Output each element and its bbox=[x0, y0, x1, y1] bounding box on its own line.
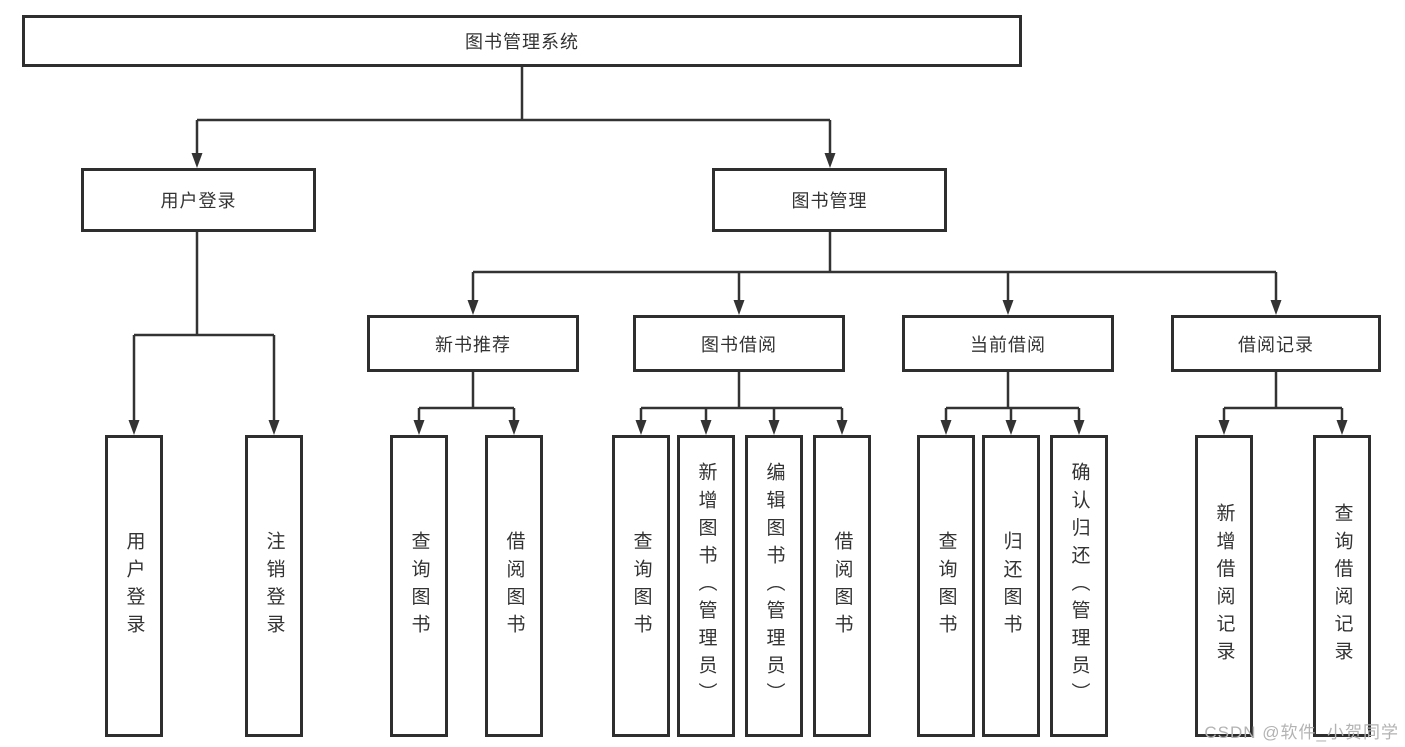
edge-current-borrow-branch bbox=[944, 372, 1081, 424]
node-label: 用户登录 bbox=[123, 530, 145, 642]
leaf-add-borrow-record: 新增借阅记录 bbox=[1195, 435, 1253, 737]
node-label: 查询图书 bbox=[935, 530, 957, 642]
arrowhead bbox=[1270, 300, 1282, 315]
edge-root-to-level2 bbox=[195, 67, 832, 156]
node-label: 查询图书 bbox=[408, 530, 430, 642]
arrowhead bbox=[191, 153, 203, 168]
node-label: 用户登录 bbox=[160, 191, 237, 211]
arrowhead bbox=[467, 300, 479, 315]
arrowhead bbox=[1218, 420, 1230, 435]
node-user-login: 用户登录 bbox=[81, 168, 316, 232]
arrowhead bbox=[508, 420, 520, 435]
arrowhead bbox=[1073, 420, 1085, 435]
node-label: 图书管理 bbox=[791, 191, 868, 211]
node-label: 查询图书 bbox=[630, 530, 652, 642]
leaf-borrow-book: 借阅图书 bbox=[813, 435, 871, 737]
arrowhead bbox=[635, 420, 647, 435]
node-label: 查询借阅记录 bbox=[1331, 503, 1353, 669]
edge-borrow-record-branch bbox=[1222, 372, 1344, 424]
leaf-search-borrow-record: 查询借阅记录 bbox=[1313, 435, 1371, 737]
node-label: 借阅图书 bbox=[503, 530, 525, 642]
leaf-confirm-return-admin: 确认归还（管理员） bbox=[1050, 435, 1108, 737]
node-book-borrow: 图书借阅 bbox=[633, 315, 845, 372]
node-current-borrow: 当前借阅 bbox=[902, 315, 1114, 372]
leaf-edit-book-admin: 编辑图书（管理员） bbox=[745, 435, 803, 737]
node-book-management: 图书管理 bbox=[712, 168, 947, 232]
leaf-return-book: 归还图书 bbox=[982, 435, 1040, 737]
node-label: 新书推荐 bbox=[435, 334, 511, 355]
leaf-add-book-admin: 新增图书（管理员） bbox=[677, 435, 735, 737]
node-label: 借阅图书 bbox=[831, 530, 853, 642]
node-label: 图书借阅 bbox=[701, 334, 777, 355]
arrowheads bbox=[128, 153, 1348, 435]
edge-book-borrow-branch bbox=[639, 372, 844, 424]
arrowhead bbox=[413, 420, 425, 435]
node-label: 归还图书 bbox=[1000, 530, 1022, 642]
edge-book-mgmt-branch bbox=[471, 232, 1278, 304]
arrowhead bbox=[940, 420, 952, 435]
node-new-book-recommend: 新书推荐 bbox=[367, 315, 579, 372]
leaf-user-login: 用户登录 bbox=[105, 435, 163, 737]
node-label: 当前借阅 bbox=[970, 334, 1046, 355]
arrowhead bbox=[1005, 420, 1017, 435]
node-label: 借阅记录 bbox=[1238, 334, 1314, 355]
node-label: 新增借阅记录 bbox=[1213, 503, 1235, 669]
node-label: 编辑图书（管理员） bbox=[763, 462, 785, 710]
edge-new-book-branch bbox=[417, 372, 516, 424]
leaf-search-books-recommend: 查询图书 bbox=[390, 435, 448, 737]
arrowhead bbox=[700, 420, 712, 435]
leaf-borrow-books-recommend: 借阅图书 bbox=[485, 435, 543, 737]
node-library-management-system: 图书管理系统 bbox=[22, 15, 1022, 67]
arrowhead bbox=[836, 420, 848, 435]
arrowhead bbox=[1002, 300, 1014, 315]
arrowhead bbox=[733, 300, 745, 315]
leaf-search-books-borrow: 查询图书 bbox=[612, 435, 670, 737]
arrowhead bbox=[768, 420, 780, 435]
node-label: 图书管理系统 bbox=[465, 32, 579, 52]
leaf-logout: 注销登录 bbox=[245, 435, 303, 737]
node-label: 注销登录 bbox=[263, 530, 285, 642]
arrowhead bbox=[824, 153, 836, 168]
node-borrow-record: 借阅记录 bbox=[1171, 315, 1381, 372]
arrowhead bbox=[268, 420, 280, 435]
node-label: 新增图书（管理员） bbox=[695, 462, 717, 710]
edge-user-login-branch bbox=[132, 232, 276, 424]
node-label: 确认归还（管理员） bbox=[1068, 462, 1090, 710]
leaf-search-books-current: 查询图书 bbox=[917, 435, 975, 737]
arrowhead bbox=[128, 420, 140, 435]
arrowhead bbox=[1336, 420, 1348, 435]
